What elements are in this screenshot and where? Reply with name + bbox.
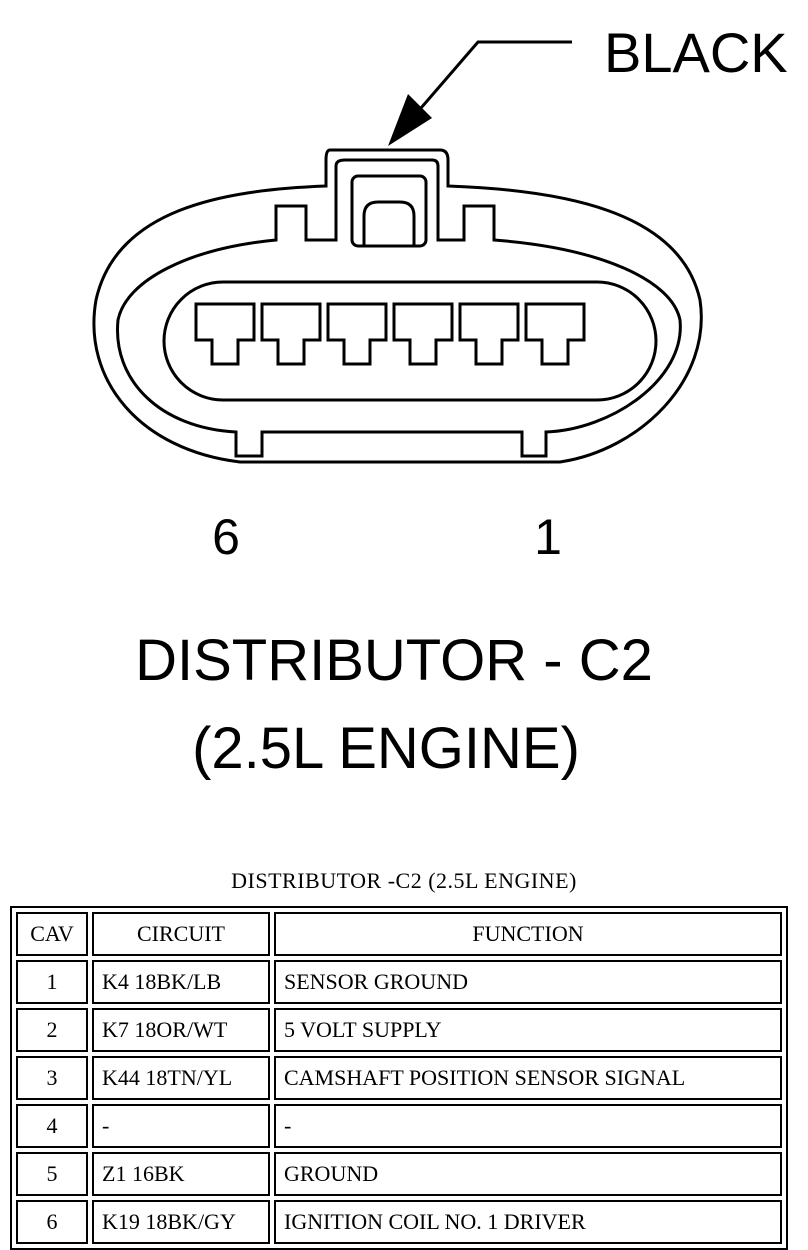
pin-6-label: 6 (212, 509, 240, 565)
table-title: DISTRIBUTOR -C2 (2.5L ENGINE) (231, 868, 577, 893)
table-row: 6 K19 18BK/GY IGNITION COIL NO. 1 DRIVER (16, 1200, 782, 1244)
table-row: 1 K4 18BK/LB SENSOR GROUND (16, 960, 782, 1004)
cell-circuit: K7 18OR/WT (92, 1008, 270, 1052)
terminal-6 (194, 302, 256, 366)
cell-function: - (274, 1104, 782, 1148)
header-circuit: CIRCUIT (92, 912, 270, 956)
cell-cav: 1 (16, 960, 88, 1004)
header-cav: CAV (16, 912, 88, 956)
cell-cav: 6 (16, 1200, 88, 1244)
diagram-subtitle: (2.5L ENGINE) (192, 716, 580, 781)
cell-function: IGNITION COIL NO. 1 DRIVER (274, 1200, 782, 1244)
wire-color-label: BLACK (604, 21, 788, 84)
cell-cav: 4 (16, 1104, 88, 1148)
cell-cav: 5 (16, 1152, 88, 1196)
terminal-3 (392, 302, 454, 366)
cell-cav: 3 (16, 1056, 88, 1100)
terminal-1 (524, 302, 586, 366)
cell-circuit: K44 18TN/YL (92, 1056, 270, 1100)
cell-function: GROUND (274, 1152, 782, 1196)
connector-pin-table: CAV CIRCUIT FUNCTION 1 K4 18BK/LB SENSOR… (10, 906, 788, 1250)
color-leader-arrow (388, 40, 572, 146)
diagram-title: DISTRIBUTOR - C2 (135, 628, 653, 693)
cell-circuit: - (92, 1104, 270, 1148)
cell-function: SENSOR GROUND (274, 960, 782, 1004)
connector-diagram: BLACK 6 1 DISTRIBUTOR - C2 (2.5L ENGINE) (92, 21, 788, 781)
terminal-5 (260, 302, 322, 366)
connector-housing-outer (92, 148, 703, 464)
cell-circuit: K4 18BK/LB (92, 960, 270, 1004)
table-header-row: CAV CIRCUIT FUNCTION (16, 912, 782, 956)
cell-cav: 2 (16, 1008, 88, 1052)
terminal-cavity-slot (162, 280, 658, 402)
connector-housing-inner (116, 158, 682, 458)
pin-1-label: 1 (534, 509, 562, 565)
terminal-2 (458, 302, 520, 366)
cell-circuit: K19 18BK/GY (92, 1200, 270, 1244)
terminals (194, 302, 586, 366)
table-row: 4 - - (16, 1104, 782, 1148)
table-row: 5 Z1 16BK GROUND (16, 1152, 782, 1196)
cell-function: 5 VOLT SUPPLY (274, 1008, 782, 1052)
cell-circuit: Z1 16BK (92, 1152, 270, 1196)
locking-tab (350, 174, 428, 248)
terminal-4 (326, 302, 388, 366)
cell-function: CAMSHAFT POSITION SENSOR SIGNAL (274, 1056, 782, 1100)
header-function: FUNCTION (274, 912, 782, 956)
table-row: 3 K44 18TN/YL CAMSHAFT POSITION SENSOR S… (16, 1056, 782, 1100)
table-row: 2 K7 18OR/WT 5 VOLT SUPPLY (16, 1008, 782, 1052)
